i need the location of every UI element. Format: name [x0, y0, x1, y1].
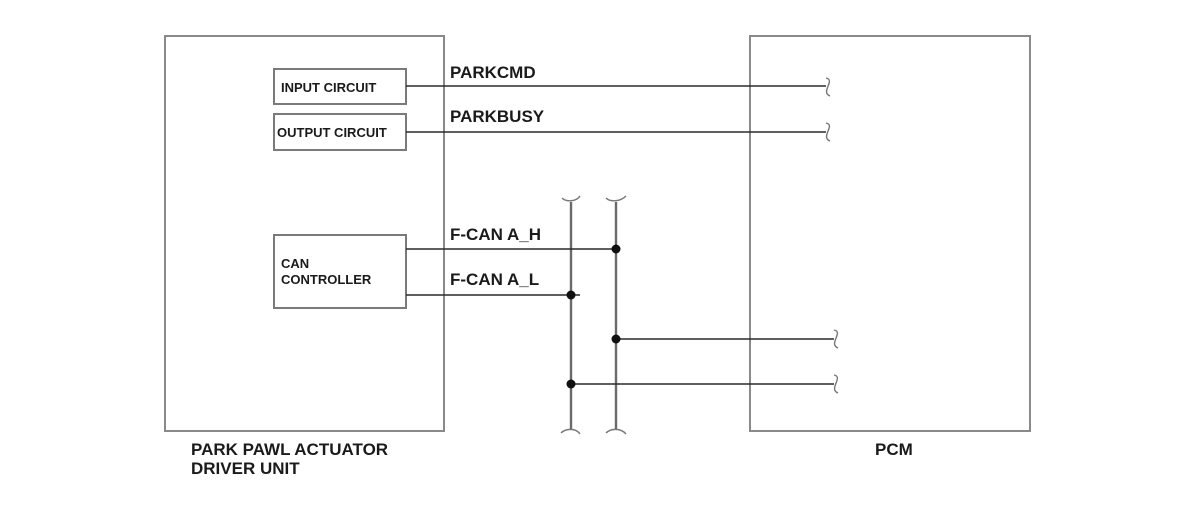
- junction-dot-pcm-l: [566, 379, 576, 389]
- can-bus-l-top-break: [561, 195, 581, 202]
- fcan-l-label: F-CAN A_L: [450, 270, 539, 289]
- driver-unit-name-line1: PARK PAWL ACTUATOR: [191, 440, 388, 459]
- can-controller-label-line2: CONTROLLER: [281, 272, 372, 287]
- parkcmd-label: PARKCMD: [450, 63, 536, 82]
- can-bus-h-bottom-break: [605, 428, 627, 435]
- pcm-can-l-wire-break: [833, 374, 839, 394]
- can-bus-l-bottom-break: [560, 428, 581, 435]
- parkbusy-label: PARKBUSY: [450, 107, 545, 126]
- pcm-name: PCM: [875, 440, 913, 459]
- can-bus-h-top-break: [605, 195, 627, 202]
- input-circuit-label: INPUT CIRCUIT: [281, 80, 376, 95]
- junction-dot-fcan-l: [566, 290, 576, 300]
- can-controller-box: [273, 234, 407, 309]
- pcm-can-h-wire-break: [833, 329, 839, 349]
- parkcmd-wire-break: [825, 77, 831, 97]
- driver-unit-name-line2: DRIVER UNIT: [191, 459, 300, 478]
- fcan-h-label: F-CAN A_H: [450, 225, 541, 244]
- driver-unit-box: [164, 35, 445, 432]
- pcm-box: [749, 35, 1031, 432]
- parkbusy-wire-break: [825, 122, 831, 142]
- output-circuit-label: OUTPUT CIRCUIT: [277, 125, 387, 140]
- can-controller-label-line1: CAN: [281, 256, 309, 271]
- junction-dot-pcm-h: [611, 334, 621, 344]
- junction-dot-fcan-h: [611, 244, 621, 254]
